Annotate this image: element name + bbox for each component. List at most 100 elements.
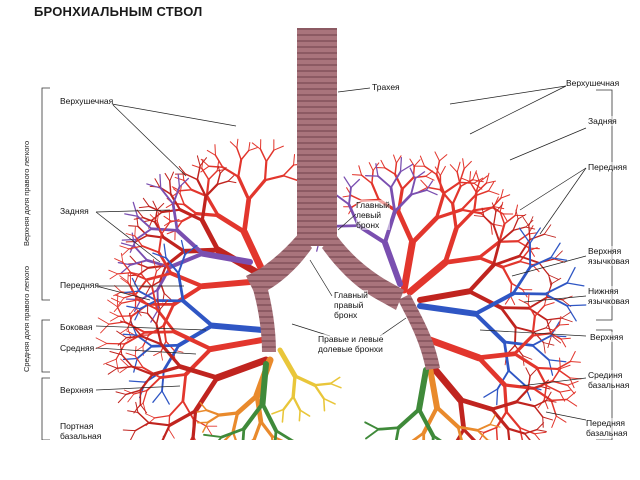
segment-left-anterior <box>519 250 530 263</box>
segment-left-posterior <box>348 186 352 206</box>
segment-right-posterior <box>133 245 149 262</box>
segment-left-apical <box>368 162 374 172</box>
segment-right-lateral <box>134 308 141 321</box>
segment-right-basal <box>202 421 209 433</box>
segment-right-basal <box>206 413 221 424</box>
segment-right-anterior-upper <box>199 217 221 253</box>
trachea-and-main-bronchi <box>246 18 440 370</box>
segment-left-posterior <box>334 193 350 206</box>
label-left-apical: Верхушечная <box>566 78 620 88</box>
segment-left-superior <box>569 361 581 363</box>
segment-right-anterior <box>156 211 160 222</box>
label-left-anterior: Передняя <box>588 162 627 172</box>
segment-right-superior <box>115 391 127 395</box>
segment-left-anterior <box>502 213 508 223</box>
segment-left-upper-lingular <box>548 274 560 281</box>
segment-left-superior <box>483 426 498 434</box>
segment-left-lower-lingular <box>507 369 526 387</box>
segment-left-upper-lingular <box>473 215 485 218</box>
segment-right-medial <box>271 408 285 415</box>
segment-left-posterior <box>375 163 379 177</box>
label-left-upper-lingular: Верхняя язычковая <box>588 246 630 266</box>
segment-left-upper-lingular <box>538 262 550 276</box>
segment-right-posterior-basal <box>241 401 265 431</box>
segment-left-upper-lingular <box>547 272 553 285</box>
segment-left-anterior <box>500 189 504 199</box>
segment-left-apical <box>396 209 415 246</box>
segment-left-medial-basal <box>533 405 544 418</box>
segment-right-anterior-upper <box>184 173 199 181</box>
segment-right-middle <box>116 293 119 308</box>
segment-left-posterior-basal <box>364 421 380 431</box>
segment-left-upper-lingular <box>467 263 496 294</box>
segment-right-anterior <box>199 279 253 290</box>
segment-right-apical <box>248 147 258 152</box>
segment-right-anterior <box>108 269 119 275</box>
segment-right-apical <box>215 213 247 235</box>
segment-right-lateral <box>181 298 215 328</box>
segment-right-medial <box>277 347 298 379</box>
segment-right-medial <box>298 409 301 422</box>
segment-left-apical <box>401 176 415 191</box>
segment-right-superior <box>109 351 123 356</box>
segment-right-anterior-upper <box>216 172 221 186</box>
segment-right-middle <box>108 321 126 325</box>
segment-left-lower-lingular <box>566 304 587 307</box>
segment-left-upper-lingular <box>522 355 533 360</box>
segment-right-middle <box>97 317 110 325</box>
segment-right-lateral <box>177 271 185 303</box>
segment-right-anterior <box>153 351 162 356</box>
segment-left-medial-basal <box>533 399 548 407</box>
segment-right-lateral <box>133 357 138 373</box>
segment-right-apical <box>194 212 220 218</box>
segment-right-superior <box>122 429 136 432</box>
segment-right-middle <box>168 428 175 439</box>
segment-left-upper-lingular <box>525 219 534 228</box>
segment-left-superior <box>534 304 546 317</box>
label-left-lower-lingular: Нижняя язычковая <box>588 286 630 306</box>
segment-right-posterior <box>139 289 159 301</box>
segment-right-middle <box>115 358 119 373</box>
segment-left-superior <box>569 377 575 389</box>
segment-right-lateral <box>138 290 158 302</box>
segment-right-superior <box>129 312 133 326</box>
segment-right-anterior-upper <box>164 172 171 182</box>
segment-right-medial <box>282 395 295 411</box>
segment-right-middle <box>144 413 156 419</box>
segment-left-anterior <box>485 172 490 184</box>
segment-left-apical <box>425 175 435 181</box>
segment-right-anterior-upper <box>138 205 150 209</box>
segment-right-apical <box>229 141 238 149</box>
segment-right-apical <box>183 203 198 215</box>
segment-right-lateral <box>184 244 198 256</box>
segment-left-upper-lingular <box>527 296 548 310</box>
segment-right-apical <box>236 175 251 202</box>
segment-left-posterior <box>399 163 414 173</box>
label-right-apical: Верхушечная <box>60 96 114 106</box>
segment-left-apical <box>412 175 427 179</box>
segment-left-superior <box>426 336 483 362</box>
segment-right-anterior-upper <box>196 165 201 181</box>
segment-left-upper-lingular <box>481 207 485 218</box>
segment-left-apical <box>370 182 380 202</box>
segment-left-anterior <box>454 208 476 231</box>
segment-left-posterior <box>410 177 417 196</box>
segment-left-anterior <box>500 194 511 199</box>
segment-right-middle <box>128 271 143 276</box>
segment-right-apical <box>200 158 210 167</box>
segment-right-anterior-upper <box>196 155 201 167</box>
segment-right-superior <box>107 367 118 375</box>
segment-right-anterior-upper <box>169 180 172 195</box>
segment-right-anterior-upper <box>227 180 237 184</box>
segment-left-superior <box>566 384 575 395</box>
segment-left-medial-basal <box>490 400 518 411</box>
segment-left-superior <box>543 295 548 307</box>
segment-left-posterior <box>389 186 397 213</box>
segment-right-superior <box>129 430 136 442</box>
segment-right-posterior-basal <box>260 401 279 433</box>
side-label-middle-lobe: Средняя доля правого легкого <box>22 265 31 372</box>
left-main-bronchus <box>322 232 404 310</box>
segment-right-middle <box>154 415 171 419</box>
segment-right-anterior <box>119 275 129 283</box>
